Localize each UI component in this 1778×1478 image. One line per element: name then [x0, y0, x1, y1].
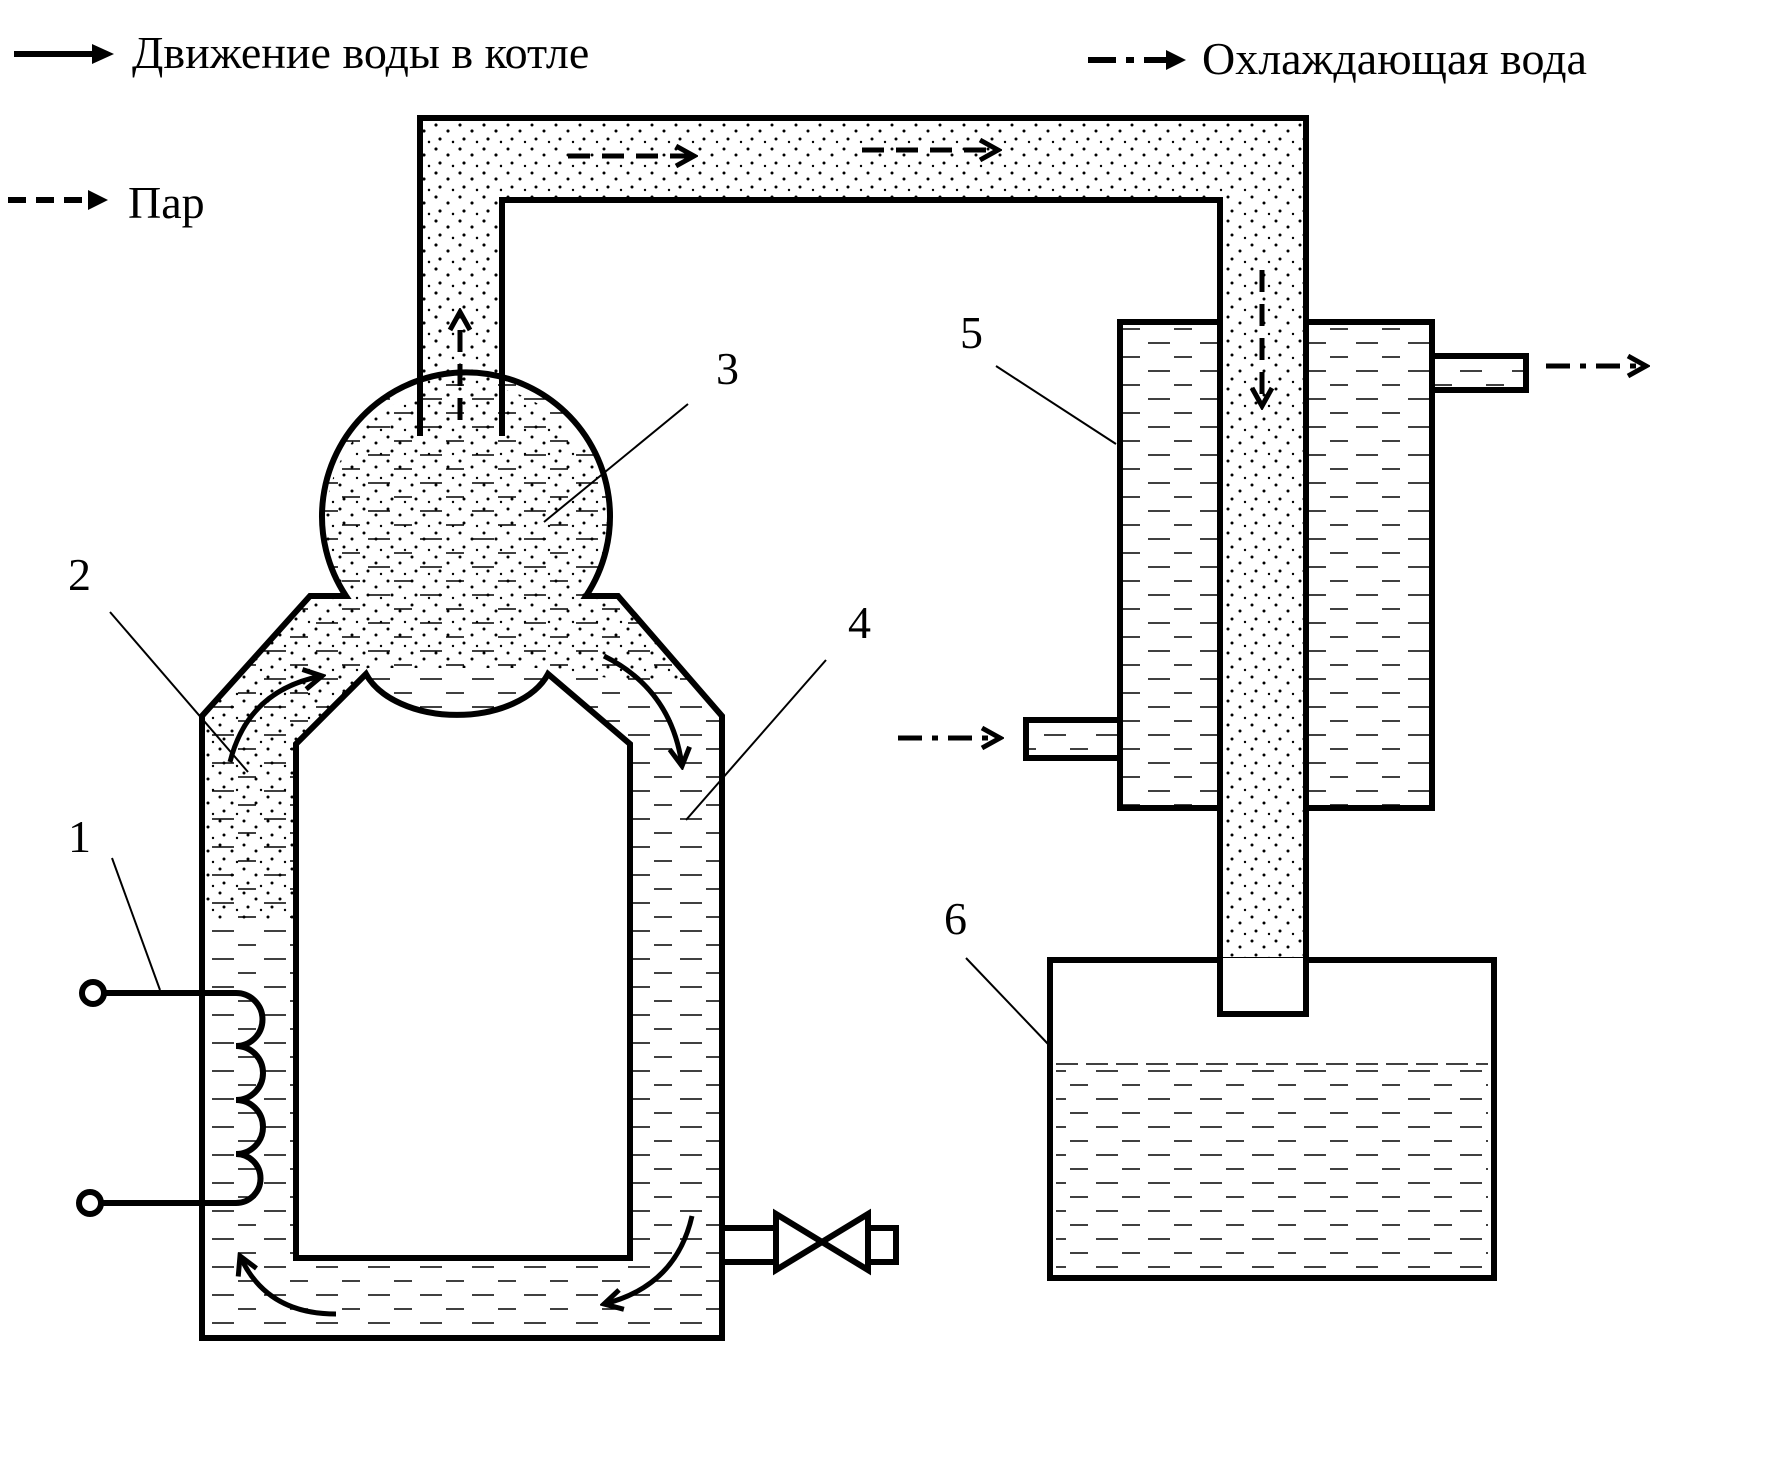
- terminal-bottom-icon: [76, 1189, 104, 1217]
- callout-4: 4: [848, 597, 871, 648]
- water-arrow-bottom-left: [240, 1256, 337, 1317]
- drain-pipe: [722, 1225, 779, 1265]
- callout-numbers: 1 2 3 4 5 6: [68, 307, 983, 944]
- callout-1: 1: [68, 811, 91, 862]
- boiler-inner-chamber: [293, 669, 633, 1261]
- coil-icon: [101, 990, 266, 1206]
- heater-coil: [76, 979, 266, 1217]
- valve-stem-icon: [865, 1225, 899, 1265]
- water-arrow-bottom-right: [604, 1215, 695, 1304]
- boiler-steam-region: [205, 383, 690, 920]
- callout-6: 6: [944, 893, 967, 944]
- legend-water-motion: Движение воды в котле: [14, 27, 589, 78]
- legend-cooling-water: Охлаждающая вода: [1088, 33, 1587, 84]
- valve-icon: [773, 1208, 871, 1276]
- callout-leaders: [109, 365, 1117, 1045]
- leader-4: [685, 659, 827, 821]
- receiver-water: [1056, 1064, 1488, 1272]
- dashed-arrow-head-icon: [88, 190, 108, 210]
- callout-3: 3: [716, 343, 739, 394]
- condenser-tube-fill: [1220, 318, 1306, 1018]
- legend-steam: Пар: [8, 177, 205, 228]
- leader-3: [543, 403, 689, 523]
- cooling-inlet-nozzle: [1023, 717, 1120, 761]
- receiver: [1047, 957, 1497, 1281]
- terminal-top-icon: [79, 979, 107, 1007]
- dash-dot-arrow-head-icon: [1166, 50, 1186, 70]
- cooling-outlet-nozzle: [1432, 353, 1529, 393]
- receiver-tube-end: [1217, 958, 1309, 1017]
- legend-steam-label: Пар: [128, 177, 205, 228]
- solid-arrow-head-icon: [92, 44, 114, 64]
- flow-arrows: [227, 150, 1646, 1317]
- leader-1: [111, 857, 161, 991]
- steam-pipe-inner-wall: [499, 197, 1223, 436]
- legend-water-motion-label: Движение воды в котле: [132, 27, 589, 78]
- drain-valve: [722, 1208, 899, 1276]
- steam-pipe: [417, 115, 1309, 1014]
- leader-5: [995, 365, 1117, 445]
- legend-cooling-water-label: Охлаждающая вода: [1202, 33, 1587, 84]
- leader-2: [109, 611, 249, 773]
- receiver-tube-bg: [1220, 958, 1306, 1014]
- steam-pipe-outer-wall: [417, 115, 1309, 436]
- legend: Движение воды в котле Охлаждающая вода П…: [8, 27, 1587, 228]
- condenser: [1023, 318, 1529, 1018]
- callout-2: 2: [68, 549, 91, 600]
- water-arrow-up-left: [227, 676, 322, 763]
- callout-5: 5: [960, 307, 983, 358]
- water-arrow-down-right: [602, 653, 682, 766]
- leader-6: [965, 957, 1049, 1045]
